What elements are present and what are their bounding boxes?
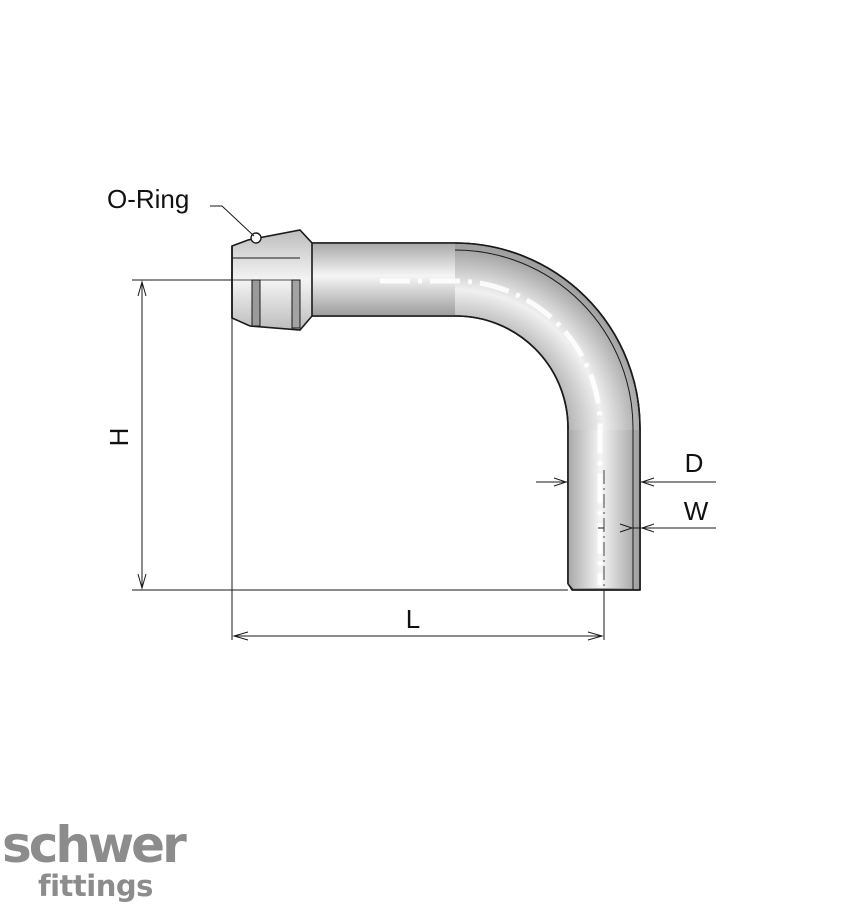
schwer-logo: schwer fittings bbox=[2, 816, 190, 903]
height-dimension bbox=[137, 280, 147, 590]
logo-text-fittings: fittings bbox=[38, 869, 153, 903]
diameter-label: D bbox=[685, 448, 704, 478]
logo-text-schwer: schwer bbox=[2, 816, 187, 874]
height-label: H bbox=[104, 428, 134, 447]
o-ring-label: O-Ring bbox=[107, 184, 189, 214]
length-dimension bbox=[232, 631, 604, 641]
fitting-nut bbox=[231, 229, 313, 331]
o-ring-leader bbox=[210, 205, 255, 237]
diameter-dimension bbox=[553, 477, 655, 487]
wall-dimension bbox=[619, 523, 655, 533]
wall-label: W bbox=[684, 496, 709, 526]
extension-lines bbox=[132, 258, 716, 640]
tube-outer bbox=[311, 242, 641, 591]
length-label: L bbox=[406, 604, 420, 634]
